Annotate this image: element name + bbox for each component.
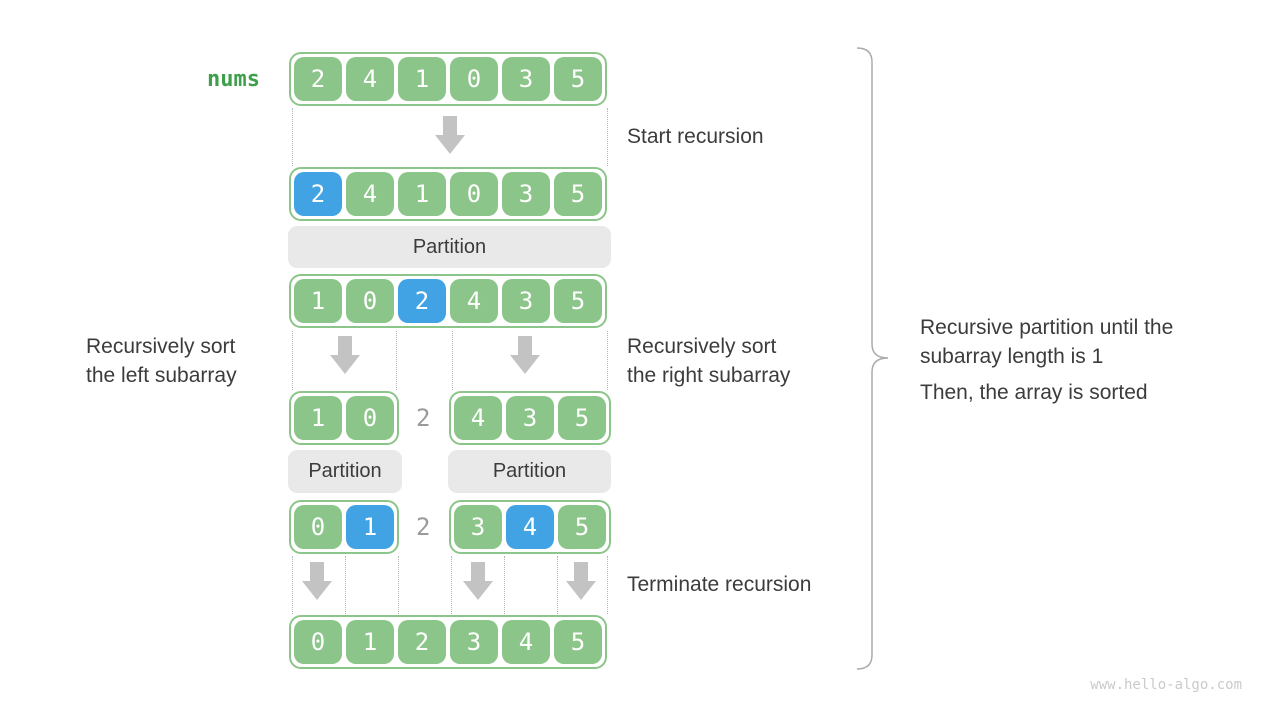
array-cell: 1 bbox=[294, 396, 342, 440]
array-cell: 2 bbox=[294, 57, 342, 101]
left-subarray-label-line2: the left subarray bbox=[86, 364, 237, 387]
pivot-separator: 2 bbox=[416, 404, 431, 432]
down-arrow-icon bbox=[463, 562, 493, 600]
curly-brace bbox=[856, 47, 889, 670]
array-cell: 3 bbox=[454, 505, 502, 549]
array-cell: 4 bbox=[346, 57, 394, 101]
nums-label: nums bbox=[207, 67, 260, 92]
partition-bar-2: Partition bbox=[288, 450, 402, 493]
array-cell: 1 bbox=[346, 505, 394, 549]
dotted-guide bbox=[396, 331, 397, 390]
partition-bar-1: Partition bbox=[288, 226, 611, 268]
left-subarray-label-line1: Recursively sort bbox=[86, 335, 236, 358]
dotted-guide bbox=[292, 556, 293, 614]
array-cell: 4 bbox=[502, 620, 550, 664]
array-cell: 5 bbox=[554, 172, 602, 216]
dotted-guide bbox=[292, 108, 293, 166]
array-cell: 1 bbox=[294, 279, 342, 323]
array-cell: 1 bbox=[398, 57, 446, 101]
dotted-guide bbox=[557, 556, 558, 614]
down-arrow-icon bbox=[435, 116, 465, 154]
array-cell: 0 bbox=[346, 279, 394, 323]
array-cell: 0 bbox=[450, 172, 498, 216]
down-arrow-icon bbox=[302, 562, 332, 600]
array-cell: 2 bbox=[398, 279, 446, 323]
down-arrow-icon bbox=[566, 562, 596, 600]
array-cell: 3 bbox=[502, 57, 550, 101]
array-cell: 5 bbox=[554, 620, 602, 664]
array-cell: 1 bbox=[346, 620, 394, 664]
down-arrow-icon bbox=[330, 336, 360, 374]
brace-note-line1: Recursive partition until the bbox=[920, 316, 1174, 339]
array-cell: 4 bbox=[454, 396, 502, 440]
array-cell: 3 bbox=[502, 172, 550, 216]
start-recursion-label: Start recursion bbox=[627, 125, 764, 148]
pivot-separator: 2 bbox=[416, 513, 431, 541]
partition-bar-3: Partition bbox=[448, 450, 611, 493]
array-cell: 3 bbox=[506, 396, 554, 440]
dotted-guide bbox=[504, 556, 505, 614]
dotted-guide bbox=[452, 331, 453, 390]
terminate-recursion-label: Terminate recursion bbox=[627, 573, 812, 596]
left-subarray-label: Recursively sort the left subarray bbox=[86, 332, 237, 390]
dotted-guide bbox=[607, 108, 608, 166]
watermark: www.hello-algo.com bbox=[1090, 677, 1242, 693]
right-subarray-label-line1: Recursively sort bbox=[627, 335, 777, 358]
dotted-guide bbox=[398, 556, 399, 614]
dotted-guide bbox=[451, 556, 452, 614]
right-subarray-label-line2: the right subarray bbox=[627, 364, 791, 387]
array-cell: 5 bbox=[554, 57, 602, 101]
array-cell: 5 bbox=[554, 279, 602, 323]
dotted-guide bbox=[607, 556, 608, 614]
array-cell: 0 bbox=[450, 57, 498, 101]
array-cell: 1 bbox=[398, 172, 446, 216]
array-cell: 0 bbox=[294, 505, 342, 549]
dotted-guide bbox=[345, 556, 346, 614]
array-cell: 3 bbox=[502, 279, 550, 323]
down-arrow-icon bbox=[510, 336, 540, 374]
array-cell: 5 bbox=[558, 505, 606, 549]
right-subarray-label: Recursively sort the right subarray bbox=[627, 332, 790, 390]
array-cell: 0 bbox=[294, 620, 342, 664]
array-cell: 4 bbox=[346, 172, 394, 216]
dotted-guide bbox=[292, 331, 293, 390]
brace-note: Recursive partition until the subarray l… bbox=[920, 313, 1173, 371]
array-cell: 4 bbox=[450, 279, 498, 323]
array-cell: 0 bbox=[346, 396, 394, 440]
array-cell: 2 bbox=[294, 172, 342, 216]
array-cell: 4 bbox=[506, 505, 554, 549]
array-cell: 3 bbox=[450, 620, 498, 664]
brace-note-line3: Then, the array is sorted bbox=[920, 381, 1148, 404]
brace-note-line2: subarray length is 1 bbox=[920, 345, 1104, 368]
array-cell: 2 bbox=[398, 620, 446, 664]
array-cell: 5 bbox=[558, 396, 606, 440]
dotted-guide bbox=[607, 331, 608, 390]
